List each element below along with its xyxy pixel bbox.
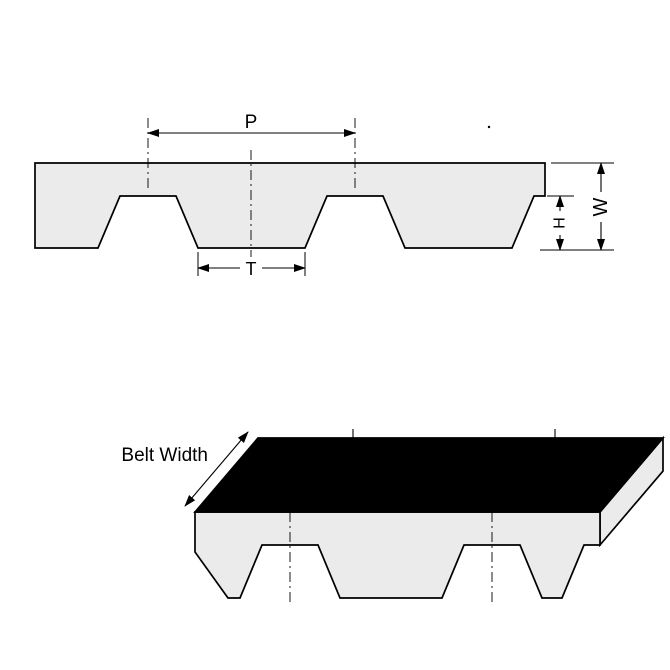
speck xyxy=(487,125,491,129)
belt-thickness-label-bg xyxy=(589,192,613,222)
belt-profile-shape xyxy=(34,162,546,249)
belt-thickness-label: W xyxy=(590,197,612,216)
belt-front-face xyxy=(194,511,601,599)
belt-top-surface xyxy=(193,437,665,513)
belt-width-label: Belt Width xyxy=(121,445,208,466)
tooth-height-label-bg xyxy=(550,211,570,235)
belt-3d-figure: Belt Width xyxy=(121,429,665,603)
tooth-width-label: T xyxy=(246,259,257,279)
belt-width-arrow xyxy=(184,431,249,507)
belt-profile-figure: P T H W xyxy=(34,112,614,279)
pitch-label: P xyxy=(245,112,258,133)
tooth-height-label: H xyxy=(552,217,569,229)
tooth-width-label-bg xyxy=(240,257,262,278)
